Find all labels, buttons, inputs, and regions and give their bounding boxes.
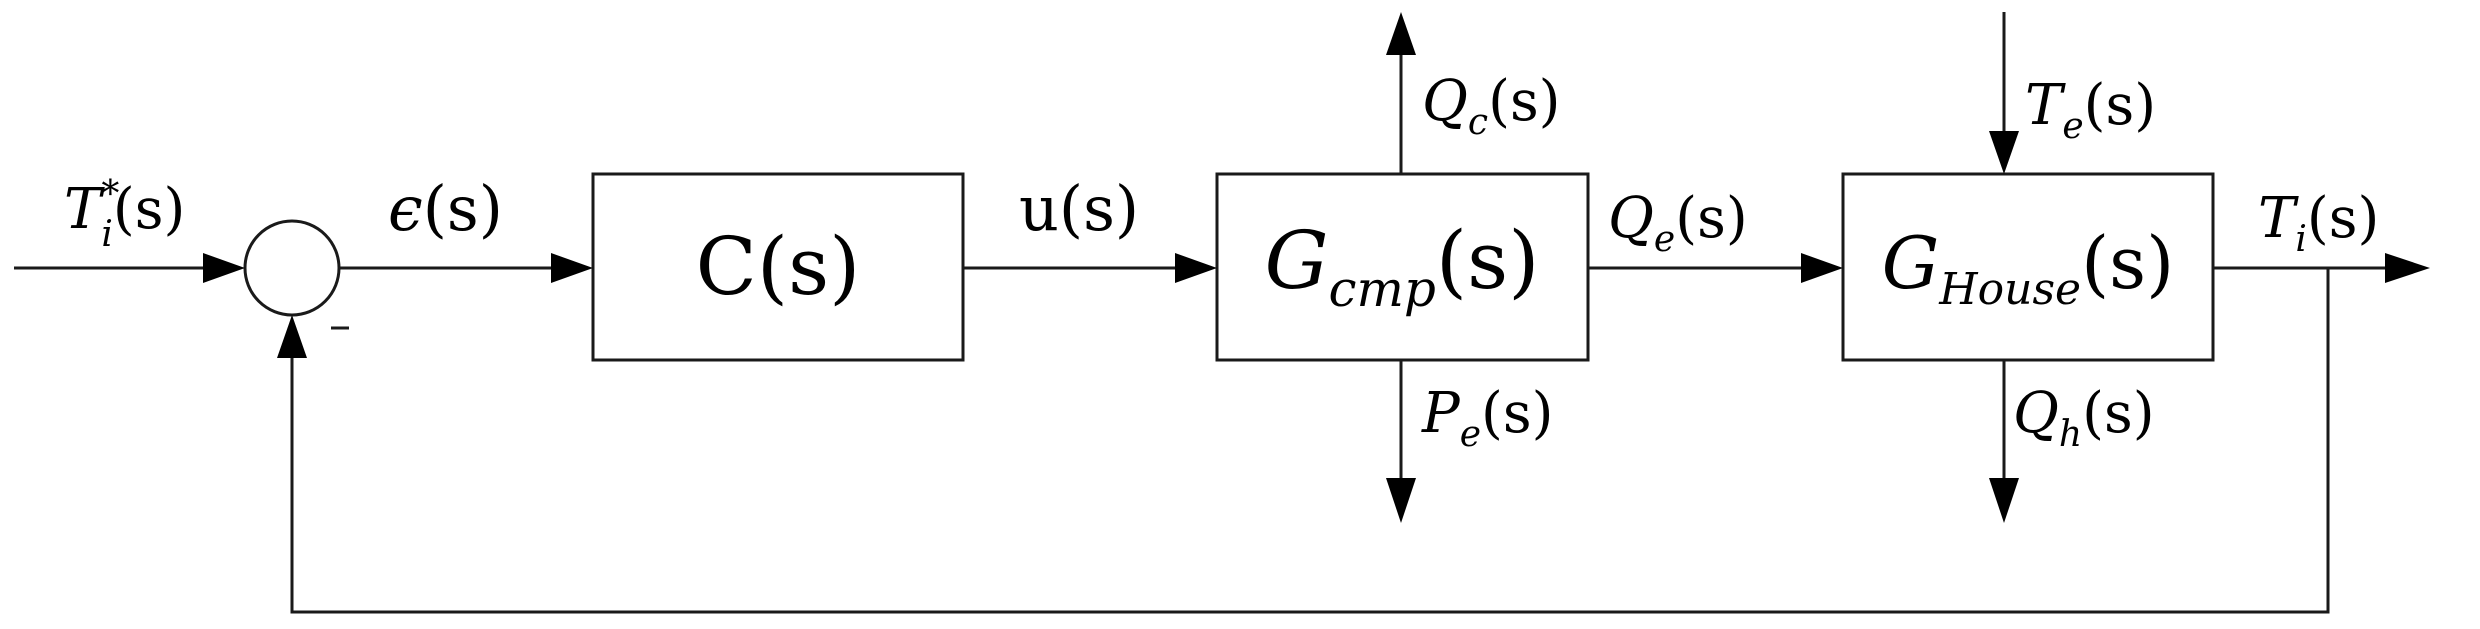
qc-arrowhead [1386, 12, 1416, 55]
feedback-path [290, 268, 2330, 614]
reference-signal-label: T*i(s) [64, 174, 185, 255]
compressor-block [1215, 172, 1590, 362]
qe-arrowhead [1801, 253, 1843, 283]
reference-arrowhead [203, 253, 245, 283]
feedback-arrowhead [277, 315, 307, 358]
house-block [1841, 172, 2215, 362]
te-arrowhead [1989, 131, 2019, 174]
pe-arrowhead [1386, 478, 1416, 523]
qe-signal-label: Qe(s) [1608, 186, 1748, 260]
control-signal-label: u(s) [1019, 172, 1139, 245]
qh-arrowhead [1989, 478, 2019, 523]
controller-label: C(s) [696, 220, 861, 313]
summing-junction [243, 219, 341, 317]
output-signal-label: Ti(s) [2258, 186, 2379, 260]
pe-signal-label: Pe(s) [1421, 381, 1553, 455]
compressor-label: Gcmp(s) [1265, 214, 1540, 318]
te-signal-label: Te(s) [2025, 73, 2156, 147]
error-arrowhead [551, 253, 593, 283]
qh-signal-label: Qh(s) [2013, 381, 2155, 455]
qc-signal-label: Qc(s) [1422, 69, 1561, 143]
error-signal-label: ϵ(s) [388, 172, 503, 245]
output-arrowhead [2385, 253, 2430, 283]
house-label: GHouse(s) [1882, 221, 2174, 315]
controller-block [591, 172, 965, 362]
control-arrowhead [1175, 253, 1217, 283]
